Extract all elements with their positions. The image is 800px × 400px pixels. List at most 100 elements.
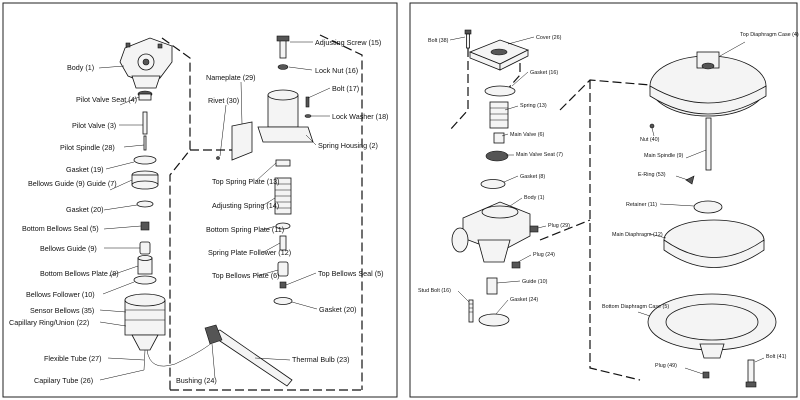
main-valve-seat bbox=[485, 150, 509, 162]
bottom-bellows-seal bbox=[140, 221, 150, 231]
label-spring-plate-follower: Spring Plate Follower (12) bbox=[208, 248, 291, 257]
right-panel-frame bbox=[409, 2, 798, 398]
label-bottom-bellows-plate: Bottom Bellows Plate (8) bbox=[40, 269, 119, 278]
label-bottom-spring-plate: Bottom Spring Plate (11) bbox=[206, 225, 284, 234]
right-leaders bbox=[449, 36, 765, 375]
label-plug-29: Plug (29) bbox=[548, 223, 570, 229]
label-bushing: Bushing (24) bbox=[176, 376, 217, 385]
plug-49 bbox=[702, 371, 710, 379]
adjusting-screw bbox=[276, 35, 290, 59]
pilot-spindle bbox=[143, 135, 147, 151]
top-bellows-plate bbox=[277, 261, 289, 277]
bottom-diaphragm-case bbox=[647, 293, 777, 359]
right-panel: Bolt (38) Cover (26) Gasket (16) Spring … bbox=[418, 29, 799, 388]
label-top-spring-plate: Top Spring Plate (13) bbox=[212, 177, 280, 186]
label-pilot-valve: Pilot Valve (3) bbox=[72, 121, 116, 130]
label-bolt-17: Bolt (17) bbox=[332, 84, 359, 93]
main-diaphragm bbox=[663, 219, 765, 268]
pilot-body bbox=[119, 37, 173, 89]
bolt-41 bbox=[745, 359, 757, 388]
bellows-guide-assembly bbox=[131, 170, 159, 190]
label-gasket-16: Gasket (16) bbox=[530, 70, 558, 76]
gasket-16 bbox=[484, 85, 516, 97]
lock-nut bbox=[277, 64, 289, 70]
plug-29 bbox=[529, 225, 539, 233]
label-main-spindle: Main Spindle (9) bbox=[644, 153, 683, 159]
label-body: Body (1) bbox=[67, 63, 94, 72]
left-leaders bbox=[98, 41, 331, 381]
label-nut-40: Nut (40) bbox=[640, 137, 660, 143]
nameplate bbox=[231, 121, 253, 161]
label-lock-nut: Lock Nut (16) bbox=[315, 66, 358, 75]
gasket-20b bbox=[273, 297, 293, 305]
top-diaphragm-case bbox=[649, 51, 767, 117]
label-cover: Cover (26) bbox=[536, 35, 562, 41]
label-plug-24: Plug (24) bbox=[533, 252, 555, 258]
label-main-valve: Main Valve (6) bbox=[510, 132, 545, 138]
spring-housing bbox=[257, 89, 314, 143]
gasket-8 bbox=[480, 179, 506, 189]
label-body-1: Body (1) bbox=[524, 195, 545, 201]
plug-24 bbox=[511, 261, 521, 269]
label-top-bellows-plate: Top Bellows Plate (6) bbox=[212, 271, 280, 280]
pilot-valve bbox=[142, 111, 148, 135]
pilot-valve-seat bbox=[137, 90, 153, 101]
label-pilot-spindle: Pilot Spindle (28) bbox=[60, 143, 115, 152]
label-pilot-valve-seat: Pilot Valve Seat (4) bbox=[76, 95, 137, 104]
capilary-tube bbox=[143, 339, 216, 371]
main-body bbox=[451, 201, 531, 263]
lock-washer bbox=[304, 114, 312, 118]
label-sensor-bellows: Sensor Bellows (35) bbox=[30, 306, 94, 315]
label-bolt-38: Bolt (38) bbox=[428, 38, 449, 44]
label-lock-washer: Lock Washer (18) bbox=[332, 112, 388, 121]
label-adjusting-spring: Adjusting Spring (14) bbox=[212, 201, 279, 210]
label-gasket-20b: Gasket (20) bbox=[319, 305, 357, 314]
label-gasket-19: Gasket (19) bbox=[66, 165, 104, 174]
label-gasket-20a: Gasket (20) bbox=[66, 205, 104, 214]
label-capillary-ring: Capillary Ring/Union (22) bbox=[9, 318, 89, 327]
guide-10 bbox=[486, 277, 498, 295]
label-bellows-guide: Bellows Guide (9) Guide (7) bbox=[28, 179, 117, 188]
label-gasket-24: Gasket (24) bbox=[510, 297, 538, 303]
label-main-diaphragm: Main Diaphragm (12) bbox=[612, 232, 663, 238]
label-retainer: Retainer (11) bbox=[626, 202, 657, 208]
rivet bbox=[216, 156, 220, 160]
right-assembly-dash bbox=[449, 48, 651, 381]
label-top-bellows-seal: Top Bellows Seal (5) bbox=[318, 269, 384, 278]
top-bellows-seal bbox=[279, 281, 287, 289]
label-bellows-guide-9: Bellows Guide (9) bbox=[40, 244, 97, 253]
bellows-guide-9 bbox=[139, 241, 151, 255]
label-bellows-follower: Bellows Follower (10) bbox=[26, 290, 95, 299]
label-bottom-diaphragm-case: Bottom Diaphragm Case (5) bbox=[602, 304, 669, 310]
label-guide-10: Guide (10) bbox=[522, 279, 548, 285]
left-panel-frame bbox=[2, 2, 398, 398]
label-bolt-41: Bolt (41) bbox=[766, 354, 787, 360]
main-spindle bbox=[705, 117, 712, 171]
label-main-valve-seat: Main Valve Seat (7) bbox=[516, 152, 563, 158]
label-thermal-bulb: Thermal Bulb (23) bbox=[292, 355, 350, 364]
thermal-bulb bbox=[204, 324, 293, 387]
e-ring bbox=[685, 175, 695, 185]
sensor-bellows bbox=[124, 293, 166, 351]
label-stud-bolt: Stud Bolt (16) bbox=[418, 288, 451, 294]
bolt-17 bbox=[305, 96, 310, 108]
label-gasket-8: Gasket (8) bbox=[520, 174, 545, 180]
adjusting-spring bbox=[274, 177, 292, 215]
gasket-19 bbox=[133, 155, 157, 165]
cover bbox=[468, 39, 530, 71]
top-spring-plate bbox=[275, 159, 291, 167]
label-top-diaphragm-case: Top Diaphragm Case (4) bbox=[740, 32, 799, 38]
gasket-20a bbox=[136, 200, 154, 208]
retainer bbox=[693, 200, 723, 214]
label-e-ring: E-Ring (53) bbox=[638, 172, 666, 178]
main-valve bbox=[493, 132, 505, 144]
left-assembly-dash bbox=[161, 34, 363, 391]
label-capilary-tube: Capilary Tube (26) bbox=[34, 376, 93, 385]
label-nameplate: Nameplate (29) bbox=[206, 73, 256, 82]
spring-13 bbox=[489, 101, 509, 129]
label-plug-49: Plug (49) bbox=[655, 363, 677, 369]
label-flexible-tube: Flexible Tube (27) bbox=[44, 354, 102, 363]
stud-bolt bbox=[468, 299, 474, 323]
